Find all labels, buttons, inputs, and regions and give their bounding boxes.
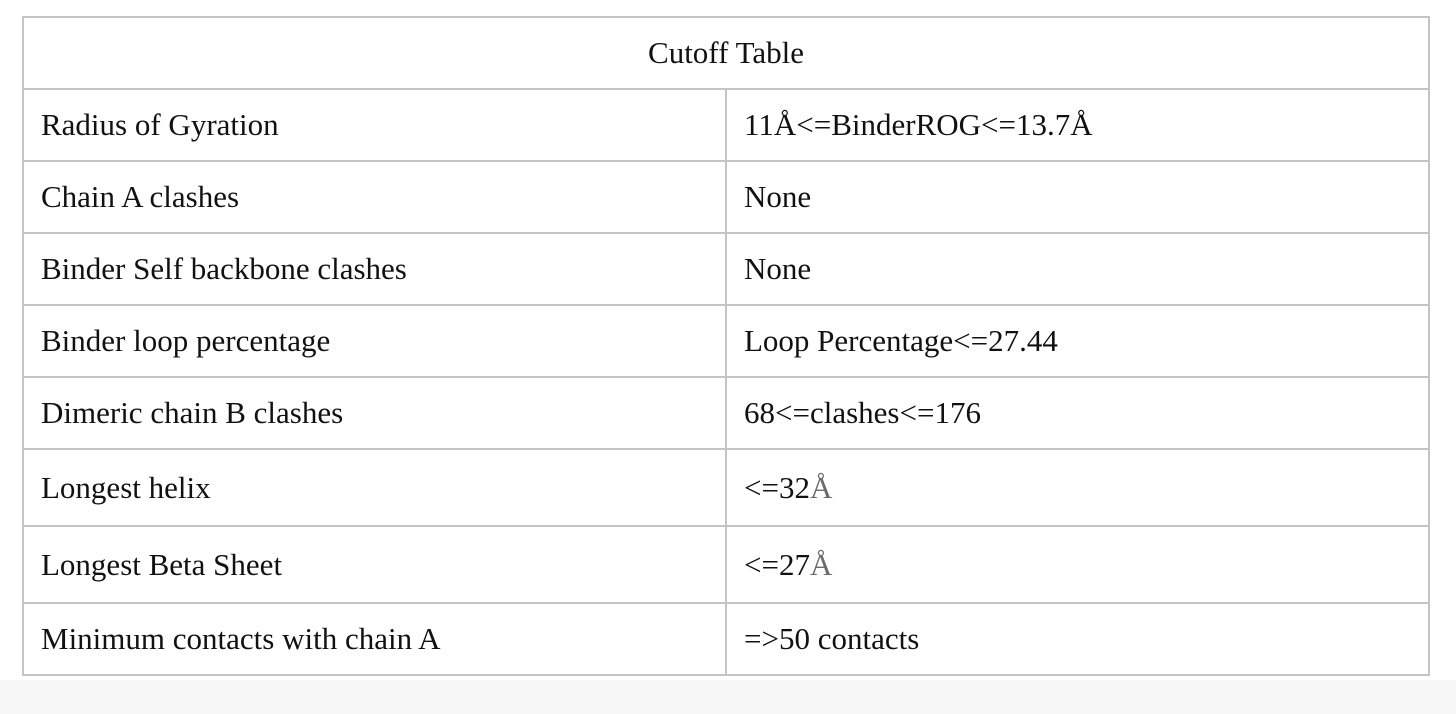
angstrom-symbol: Å — [809, 469, 833, 505]
row-label: Radius of Gyration — [22, 88, 727, 162]
cutoff-table: Cutoff Table Radius of Gyration 11Å<=Bin… — [22, 16, 1430, 676]
row-value: 68<=clashes<=176 — [725, 376, 1430, 450]
row-label: Longest Beta Sheet — [22, 525, 727, 604]
table-row: Longest Beta Sheet <=27Å — [22, 525, 1430, 604]
row-label: Chain A clashes — [22, 160, 727, 234]
row-value: <=27Å — [725, 525, 1430, 604]
table-row: Chain A clashes None — [22, 160, 1430, 234]
table-row: Longest helix <=32Å — [22, 448, 1430, 527]
row-value: None — [725, 160, 1430, 234]
table-row: Binder loop percentage Loop Percentage<=… — [22, 304, 1430, 378]
row-label: Longest helix — [22, 448, 727, 527]
table-row: Radius of Gyration 11Å<=BinderROG<=13.7Å — [22, 88, 1430, 162]
row-value: <=32Å — [725, 448, 1430, 527]
row-label: Minimum contacts with chain A — [22, 602, 727, 676]
table-row: Dimeric chain B clashes 68<=clashes<=176 — [22, 376, 1430, 450]
row-label: Binder loop percentage — [22, 304, 727, 378]
row-value: 11Å<=BinderROG<=13.7Å — [725, 88, 1430, 162]
angstrom-symbol: Å — [809, 546, 833, 582]
table-row: Minimum contacts with chain A =>50 conta… — [22, 602, 1430, 676]
page-bottom-strip — [0, 680, 1456, 714]
table-title: Cutoff Table — [22, 16, 1430, 90]
row-value: =>50 contacts — [725, 602, 1430, 676]
table-row: Binder Self backbone clashes None — [22, 232, 1430, 306]
row-value: Loop Percentage<=27.44 — [725, 304, 1430, 378]
row-label: Dimeric chain B clashes — [22, 376, 727, 450]
row-value: None — [725, 232, 1430, 306]
row-label: Binder Self backbone clashes — [22, 232, 727, 306]
